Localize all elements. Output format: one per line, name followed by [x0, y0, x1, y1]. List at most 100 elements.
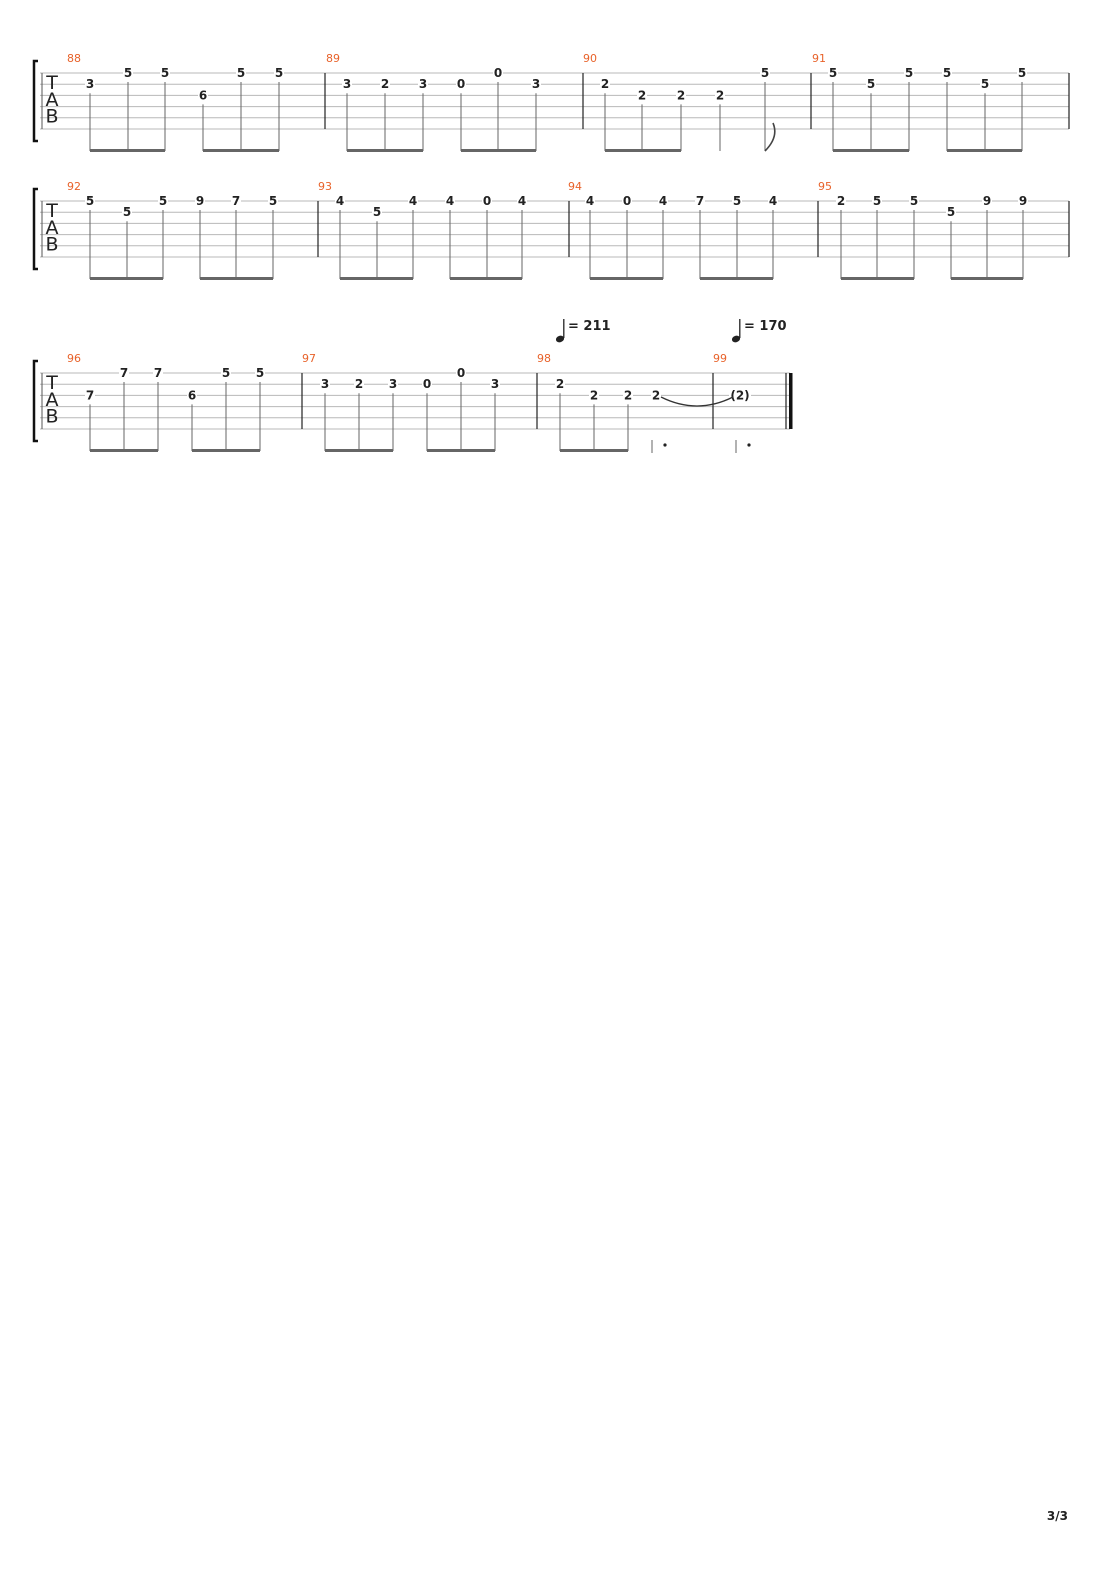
fret-number: 2 [556, 377, 564, 391]
fret-number: 4 [586, 194, 594, 208]
fret-bg [531, 80, 541, 92]
fret-bg [909, 197, 919, 208]
fret-bg [456, 80, 466, 92]
fret-bg [676, 91, 686, 103]
fret-bg [160, 69, 170, 80]
tempo-value: = 211 [568, 319, 611, 334]
fret-bg [637, 91, 647, 103]
quarter-note-icon [731, 335, 741, 343]
fret-bg [418, 80, 428, 92]
page-number: 3/3 [1046, 1509, 1068, 1523]
fret-number: 2 [677, 88, 685, 102]
fret-number: 2 [837, 194, 845, 208]
fret-bg [866, 80, 876, 92]
tab-clef-letter: T [45, 200, 58, 222]
beam [700, 277, 773, 280]
fret-number: 5 [269, 194, 277, 208]
fret-number: 5 [947, 205, 955, 219]
fret-bg [85, 80, 95, 92]
beam [340, 277, 413, 280]
tempo-marking: = 170 [731, 319, 787, 343]
beam [203, 149, 279, 152]
fret-bg [695, 197, 705, 208]
fret-bg [517, 197, 527, 208]
fret-number: 3 [491, 377, 499, 391]
fret-bg [828, 69, 838, 80]
tab-clef-letter: B [45, 234, 58, 256]
rhythm-dot [663, 443, 667, 447]
measure-number: 93 [318, 180, 332, 193]
tie-arc [660, 396, 734, 407]
fret-number: 3 [86, 77, 94, 91]
fret-bg [198, 91, 208, 103]
fret-number: 7 [154, 366, 162, 380]
fret-bg [380, 80, 390, 92]
beam [560, 449, 628, 452]
fret-number: 0 [623, 194, 631, 208]
fret-number: 6 [199, 88, 207, 102]
final-barline-thick [789, 373, 793, 429]
beam [450, 277, 522, 280]
fret-number: 9 [196, 194, 204, 208]
fret-number: 5 [905, 66, 913, 80]
measure-number: 92 [67, 180, 81, 193]
fret-bg [982, 197, 992, 208]
fret-number: 7 [696, 194, 704, 208]
fret-number: 2 [590, 388, 598, 402]
tempo-marking: = 211 [555, 319, 611, 343]
fret-bg [651, 391, 661, 403]
fret-number: 4 [769, 194, 777, 208]
tab-clef-letter: T [45, 72, 58, 94]
system-bracket [32, 59, 38, 143]
measure-number: 94 [568, 180, 582, 193]
fret-number: 5 [123, 205, 131, 219]
fret-bg [320, 380, 330, 392]
fret-number: 2 [652, 388, 660, 402]
fret-number: 5 [161, 66, 169, 80]
fret-bg [942, 69, 952, 80]
tab-clef-letter: B [45, 106, 58, 128]
system-bracket [32, 187, 38, 271]
fret-bg [555, 380, 565, 392]
fret-number: 3 [343, 77, 351, 91]
beam [841, 277, 914, 280]
fret-number: 2 [381, 77, 389, 91]
fret-number: 4 [409, 194, 417, 208]
fret-number: 4 [659, 194, 667, 208]
fret-number: 4 [446, 194, 454, 208]
beam [90, 149, 165, 152]
tempo-value: = 170 [744, 319, 787, 334]
fret-bg [354, 380, 364, 392]
tab-clef-letter: T [45, 372, 58, 394]
fret-number: 5 [222, 366, 230, 380]
fret-number: 5 [981, 77, 989, 91]
measure-number: 98 [537, 352, 551, 365]
fret-bg [123, 69, 133, 80]
fret-bg [585, 197, 595, 208]
fret-number: 5 [761, 66, 769, 80]
beam [951, 277, 1023, 280]
fret-bg [1018, 197, 1028, 208]
fret-number: 2 [624, 388, 632, 402]
tab-clef-letter: B [45, 406, 58, 428]
fret-bg [493, 69, 503, 80]
fret-number: 5 [124, 66, 132, 80]
measure-number: 96 [67, 352, 81, 365]
beam [200, 277, 273, 280]
fret-bg [85, 197, 95, 208]
system-bracket [32, 359, 38, 443]
fret-number: 5 [275, 66, 283, 80]
fret-bg [456, 369, 466, 380]
fret-number: 3 [532, 77, 540, 91]
fret-bg [408, 197, 418, 208]
measure-number: 97 [302, 352, 316, 365]
fret-number: 9 [1019, 194, 1027, 208]
fret-number: 5 [910, 194, 918, 208]
fret-bg [388, 380, 398, 392]
beam [90, 449, 158, 452]
fret-bg [658, 197, 668, 208]
fret-number: 9 [983, 194, 991, 208]
fret-bg [980, 80, 990, 92]
measure-number: 90 [583, 52, 597, 65]
